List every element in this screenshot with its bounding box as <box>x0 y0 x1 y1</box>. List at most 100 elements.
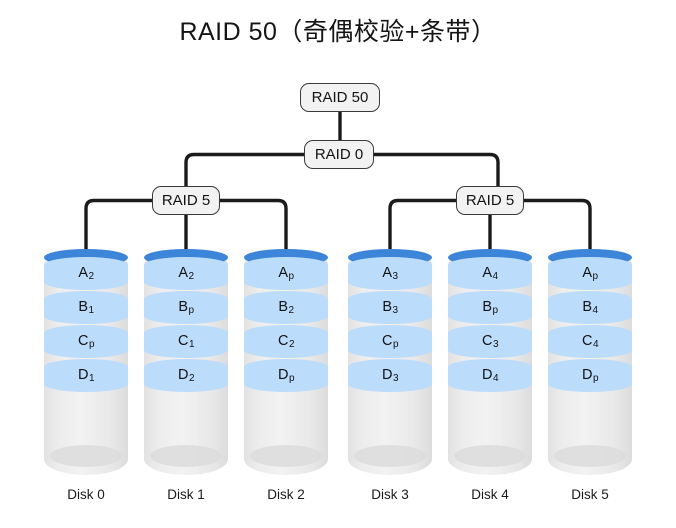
node-raid5-right[interactable]: RAID 5 <box>456 186 524 215</box>
block-label-subscript: 1 <box>88 304 95 316</box>
block-label-subscript: p <box>88 338 95 350</box>
block-label-subscript: p <box>188 304 195 316</box>
disk-caption-0: Disk 0 <box>67 487 105 502</box>
disk-bottom-shade <box>454 445 526 467</box>
block-label-subscript: 2 <box>188 270 195 282</box>
node-raid50[interactable]: RAID 50 <box>300 83 380 112</box>
disk-caption-4: Disk 4 <box>471 487 509 502</box>
block-label-subscript: p <box>288 270 295 282</box>
disk-caption-1: Disk 1 <box>167 487 205 502</box>
link-raid5-left-disk0 <box>84 198 154 259</box>
link-raid0-raid5-left <box>184 152 306 188</box>
block-label-subscript: p <box>592 372 599 384</box>
block-label-subscript: 4 <box>592 304 599 316</box>
node-raid5-left[interactable]: RAID 5 <box>152 186 220 215</box>
disk-bottom-shade <box>150 445 222 467</box>
page-title: RAID 50（奇偶校验+条带） <box>179 18 497 46</box>
block-label-subscript: p <box>592 270 599 282</box>
disk-caption-2: Disk 2 <box>267 487 305 502</box>
block-label-subscript: 2 <box>288 304 295 316</box>
block-label-subscript: p <box>392 338 399 350</box>
block-label-subscript: 2 <box>288 338 295 350</box>
disk-caption-3: Disk 3 <box>371 487 409 502</box>
block-label-subscript: 3 <box>492 338 499 350</box>
disk-bottom-shade <box>250 445 322 467</box>
disk-bottom-shade <box>354 445 426 467</box>
block-label-subscript: 4 <box>592 338 599 350</box>
disk-bottom-shade <box>50 445 122 467</box>
block-label-subscript: 2 <box>88 270 95 282</box>
link-raid5-right-disk5 <box>522 198 592 259</box>
block-label-subscript: p <box>492 304 499 316</box>
block-label-subscript: 3 <box>392 304 399 316</box>
link-raid5-right-disk3 <box>388 198 458 259</box>
link-raid5-left-disk2 <box>218 198 288 259</box>
block-label-subscript: 4 <box>492 372 499 384</box>
disk-bottom-shade <box>554 445 626 467</box>
node-raid0[interactable]: RAID 0 <box>304 140 374 169</box>
